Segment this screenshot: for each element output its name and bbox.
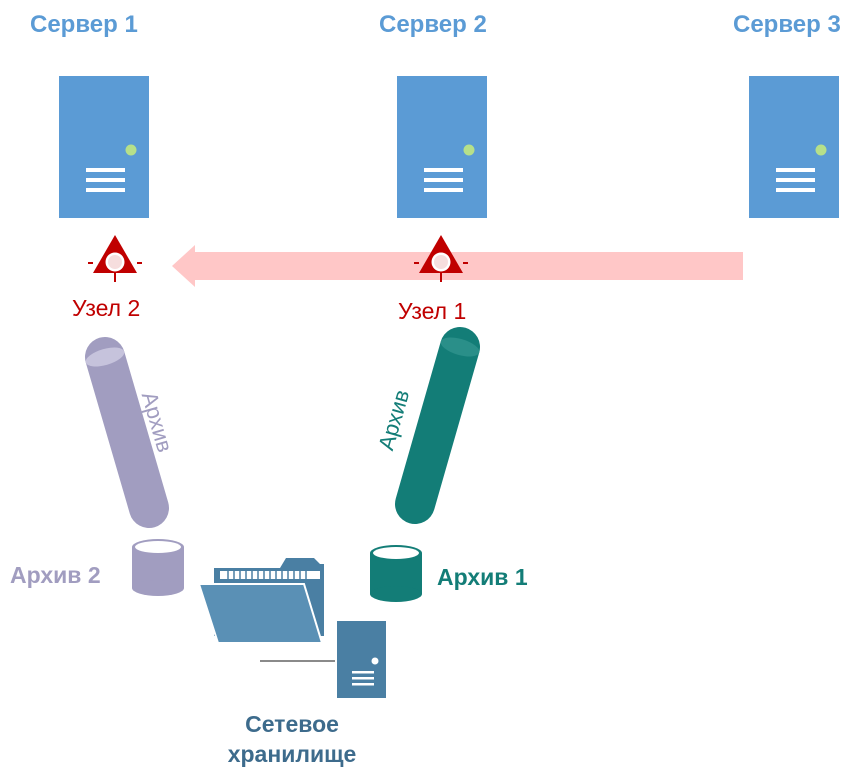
server-1-label: Сервер 1 bbox=[30, 11, 138, 38]
server-2-icon bbox=[397, 76, 487, 218]
archive-1-database-icon bbox=[370, 545, 422, 602]
node-2-label: Узел 2 bbox=[72, 295, 141, 321]
server-2-label: Сервер 2 bbox=[379, 11, 487, 38]
storage-server-icon bbox=[337, 621, 386, 698]
node-1-label: Узел 1 bbox=[398, 298, 467, 324]
folder-icon bbox=[197, 558, 324, 644]
server-1-icon bbox=[59, 76, 149, 218]
storage-label: Сетевое хранилище bbox=[192, 709, 392, 769]
server-3-icon bbox=[749, 76, 839, 218]
node-2-icon bbox=[87, 234, 143, 283]
server-3-label: Сервер 3 bbox=[733, 11, 841, 38]
replication-arrow bbox=[172, 245, 743, 287]
archive-pipe-2: Архив bbox=[85, 337, 178, 528]
archive-pipe-1-label: Архив bbox=[373, 387, 414, 453]
network-storage bbox=[197, 558, 386, 698]
archive-pipe-1: Архив bbox=[373, 327, 480, 524]
archive-1-label: Архив 1 bbox=[437, 564, 528, 590]
archive-2-database-icon bbox=[132, 539, 184, 596]
archive-2-label: Архив 2 bbox=[10, 562, 101, 588]
storage-label-line-2: хранилище bbox=[227, 741, 357, 767]
storage-label-line-1: Сетевое bbox=[245, 711, 339, 737]
